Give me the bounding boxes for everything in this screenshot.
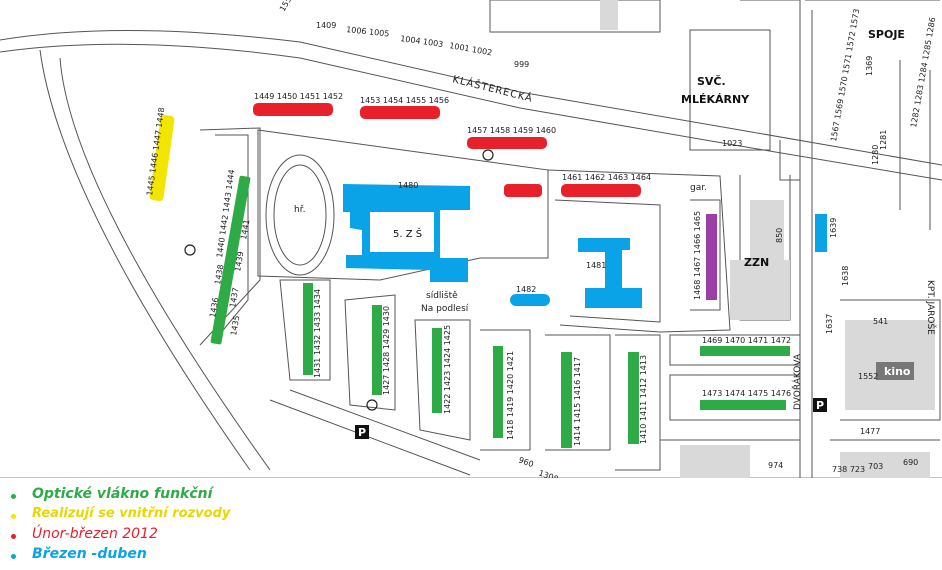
building-number: 1477 [860,427,880,436]
building-number: 1439 [233,251,245,273]
building-number: 1001 1002 [449,41,493,57]
building-number: 1023 [722,139,742,148]
legend-item-yellow: Realizují se vnitřní rozvody [8,506,428,526]
legend-item-blue: Březen -duben [8,546,428,566]
building-number: 1437 [228,287,240,309]
yellow-dot-icon [11,514,16,519]
building-number: 1436 [208,297,220,319]
parking-icon: P [813,398,827,412]
svg-text:P: P [358,426,366,439]
building-number: 1438 [213,264,225,286]
building-number: 1427 1428 1429 1430 [382,306,391,395]
building-number: 1552 [858,372,878,381]
building-number: 1410 1411 1412 1413 [639,355,648,444]
building-number: 1567 1569 1570 1571 1572 1573 [829,8,861,142]
base-map-lines [0,0,942,478]
building-number: 1480 [398,181,418,190]
building-number: 1431 1432 1433 1434 [313,289,322,378]
svg-text:P: P [816,399,824,412]
bus-stop-icon [184,149,494,411]
building-number: 1004 1003 [400,34,444,49]
building-number: 1414 1415 1416 1417 [573,357,582,446]
street-klasterecka: KLÁŠTERECKÁ [451,72,534,105]
parking-icon: P [355,425,369,439]
building-number: 703 [868,462,883,471]
purple-building [706,214,717,300]
building-number: 1308 [537,468,559,478]
building-number: 1639 [829,218,838,238]
building-number: 1461 1462 1463 1464 [562,173,651,182]
label-mlekarny: MLÉKÁRNY [681,93,750,106]
building-number: 850 [775,228,784,243]
building-number: 1457 1458 1459 1460 [467,126,556,135]
building-number: 1441 [239,219,251,241]
label-svc: SVČ. [697,75,726,88]
legend-item-green: Optické vlákno funkční [8,486,428,506]
site-map: KLÁŠTERECKÁ DVOŘÁKOVA KPT. JAROŠE SVČ. M… [0,0,942,478]
building-number: 1409 [316,21,336,30]
street-kpt-jarose: KPT. JAROŠE [925,280,937,335]
building-number: 1468 1467 1466 1465 [693,211,702,300]
building-number: 1369 [865,56,874,76]
building-number: 1469 1470 1471 1472 [702,336,791,345]
building-number: 1637 [825,314,834,334]
building-number: 1435 [229,315,241,337]
label-school: 5. Z Š [393,227,422,240]
building-number: 1282 1283 1284 1285 1286 [909,17,937,129]
green-buildings [210,175,790,448]
building-number: 1422 1423 1424 1425 [443,325,452,414]
building-number: 1449 1450 1451 1452 [254,92,343,101]
green-dot-icon [11,494,16,499]
yellow-building [149,114,175,202]
label-field: hř. [294,205,305,215]
label-sidliste: sídliště [426,290,458,301]
school-courtyard [370,212,434,252]
building-number: 1554 [278,0,296,13]
building-number: 1481 [586,261,606,270]
red-dot-icon [11,534,16,539]
building-number: 1280 [871,145,880,165]
red-buildings [253,103,641,197]
legend-item-red: Únor-březen 2012 [8,526,428,546]
street-dvorakova: DVOŘÁKOVA [791,353,803,410]
label-spoje: SPOJE [868,28,905,41]
label-na-podlesi: Na podlesí [421,304,469,314]
building-number: 1473 1474 1475 1476 [702,389,791,398]
building-number: 960 [517,455,534,469]
building-number: 974 [768,461,783,470]
label-gar: gar. [690,183,707,193]
legend-label: Březen -duben [32,546,147,562]
building-number: 999 [514,60,529,69]
building-number: 690 [903,458,918,467]
building-number: 1006 1005 [346,25,390,38]
blue-dot-icon [11,554,16,559]
label-zzn: ZZN [744,256,769,269]
building-number: 1482 [516,285,536,294]
legend: Optické vlákno funkční Realizují se vnit… [8,486,428,566]
legend-label: Realizují se vnitřní rozvody [32,506,231,521]
building-number: 1453 1454 1455 1456 [360,96,449,105]
building-number: 1281 [879,130,888,150]
building-number: 738 723 [832,465,865,474]
building-number: 1418 1419 1420 1421 [506,351,515,440]
building-number: 541 [873,317,888,326]
building-number: 1638 [841,266,850,286]
label-kino: kino [884,365,911,378]
legend-label: Únor-březen 2012 [32,526,158,542]
kino-building [876,362,914,380]
legend-label: Optické vlákno funkční [32,486,213,502]
